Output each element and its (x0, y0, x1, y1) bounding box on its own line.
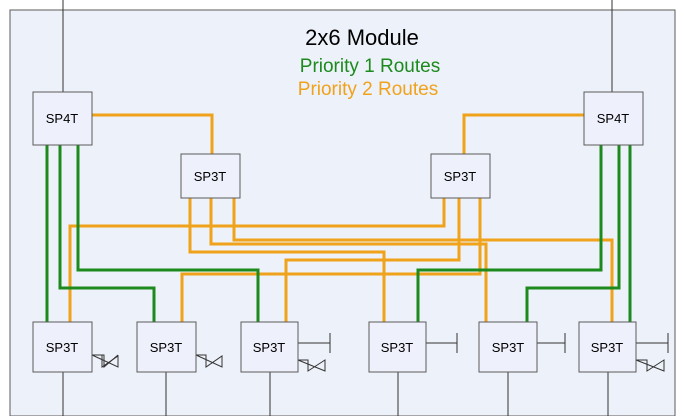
priority-2-routes (68, 113, 614, 322)
switch-label: SP3T (194, 169, 227, 184)
switch-top-right: SP4T (583, 91, 644, 146)
legend-priority-2: Priority 2 Routes (298, 79, 438, 100)
switch-label: SP3T (150, 340, 183, 355)
priority-1-routes (45, 145, 632, 322)
module-outline (9, 9, 676, 416)
switch-label: SP4T (597, 111, 630, 126)
switch-bottom-4: SP3T (368, 321, 427, 373)
switch-bottom-3: SP3T (240, 321, 299, 373)
switch-label: SP3T (444, 169, 477, 184)
module-title: 2x6 Module (305, 25, 419, 50)
switch-top-left: SP4T (32, 91, 93, 146)
switch-label: SP3T (381, 340, 414, 355)
switch-label: SP3T (492, 340, 525, 355)
switch-label: SP3T (46, 340, 79, 355)
legend-priority-1: Priority 1 Routes (300, 56, 440, 77)
external-ports (62, 0, 613, 416)
switch-label: SP3T (591, 340, 624, 355)
switch-bottom-6: SP3T (578, 321, 637, 373)
switch-bottom-5: SP3T (478, 321, 538, 373)
switch-label: SP4T (46, 111, 79, 126)
switch-bottom-2: SP3T (136, 321, 197, 373)
termination-loads (91, 333, 669, 372)
switch-mid-right: SP3T (430, 153, 491, 199)
switch-label: SP3T (253, 340, 286, 355)
switch-mid-left: SP3T (180, 153, 241, 199)
switch-bottom-1: SP3T (32, 321, 93, 373)
